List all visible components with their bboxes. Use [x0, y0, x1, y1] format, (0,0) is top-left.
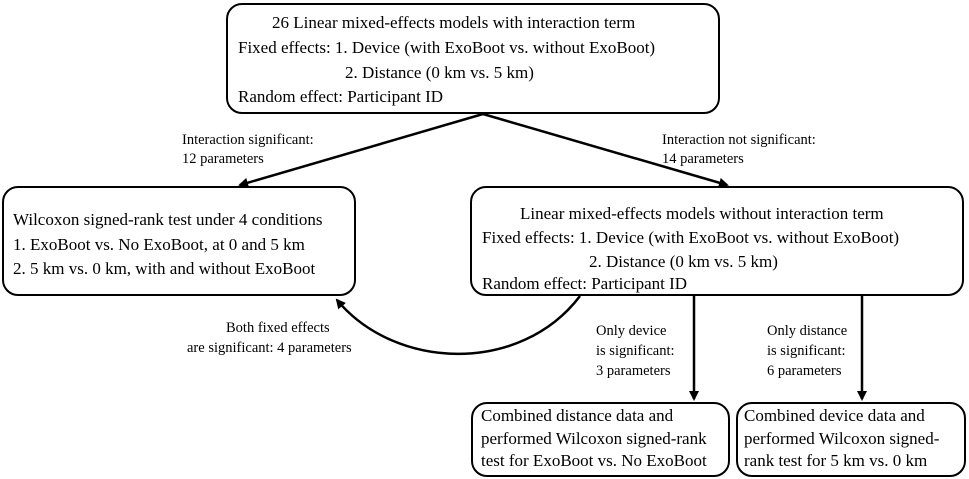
- arrow-to-right-box: [482, 112, 729, 188]
- wilcoxon-4-conditions-box: Wilcoxon signed-rank test under 4 condit…: [2, 186, 356, 296]
- top-box-random-effect: Random effect: Participant ID: [238, 87, 444, 106]
- label-only-distance: Only distance: [767, 323, 848, 339]
- left-box-line-2: 1. ExoBoot vs. No ExoBoot, at 0 and 5 km: [13, 235, 305, 254]
- right-box-fixed-effects-1: Fixed effects: 1. Device (with ExoBoot v…: [482, 228, 900, 247]
- left-box-line-1: Wilcoxon signed-rank test under 4 condit…: [13, 210, 323, 229]
- curved-arrow-both-significant: [335, 295, 581, 356]
- label-only-distance-count: 6 parameters: [767, 363, 842, 379]
- label-interaction-not-significant-count: 14 parameters: [662, 151, 744, 167]
- right-box-random-effect: Random effect: Participant ID: [482, 274, 688, 293]
- bottom-right-line-2: performed Wilcoxon signed-: [744, 429, 940, 448]
- top-box-title: 26 Linear mixed-effects models with inte…: [272, 13, 636, 32]
- bottom-left-line-3: test for ExoBoot vs. No ExoBoot: [481, 451, 707, 470]
- bottom-right-line-3: rank test for 5 km vs. 0 km: [744, 451, 928, 470]
- label-only-device: Only device: [596, 323, 667, 339]
- top-box-fixed-effects-1: Fixed effects: 1. Device (with ExoBoot v…: [238, 38, 656, 57]
- left-box-line-3: 2. 5 km vs. 0 km, with and without ExoBo…: [13, 259, 316, 278]
- label-both-fixed-effects: Both fixed effects: [226, 320, 330, 336]
- top-box-fixed-effects-2: 2. Distance (0 km vs. 5 km): [345, 63, 534, 82]
- bottom-right-line-1: Combined device data and: [744, 406, 925, 425]
- right-box-title: Linear mixed-effects models without inte…: [520, 204, 884, 223]
- label-only-device-count: 3 parameters: [596, 363, 671, 379]
- label-interaction-significant-count: 12 parameters: [182, 151, 264, 167]
- label-interaction-not-significant: Interaction not significant:: [662, 132, 816, 148]
- arrow-to-left-box: [238, 112, 484, 188]
- label-interaction-significant: Interaction significant:: [182, 132, 314, 148]
- label-both-fixed-effects-count: are significant: 4 parameters: [187, 340, 352, 356]
- label-only-distance-significant: is significant:: [767, 343, 846, 359]
- model-without-interaction-box: Linear mixed-effects models without inte…: [470, 186, 964, 296]
- bottom-left-line-2: performed Wilcoxon signed-rank: [481, 429, 707, 448]
- combined-distance-box: Combined distance data and performed Wil…: [471, 402, 730, 477]
- right-box-fixed-effects-2: 2. Distance (0 km vs. 5 km): [589, 252, 778, 271]
- top-model-box: 26 Linear mixed-effects models with inte…: [226, 3, 720, 114]
- combined-device-box: Combined device data and performed Wilco…: [736, 402, 966, 477]
- bottom-left-line-1: Combined distance data and: [481, 406, 674, 425]
- label-only-device-significant: is significant:: [596, 343, 675, 359]
